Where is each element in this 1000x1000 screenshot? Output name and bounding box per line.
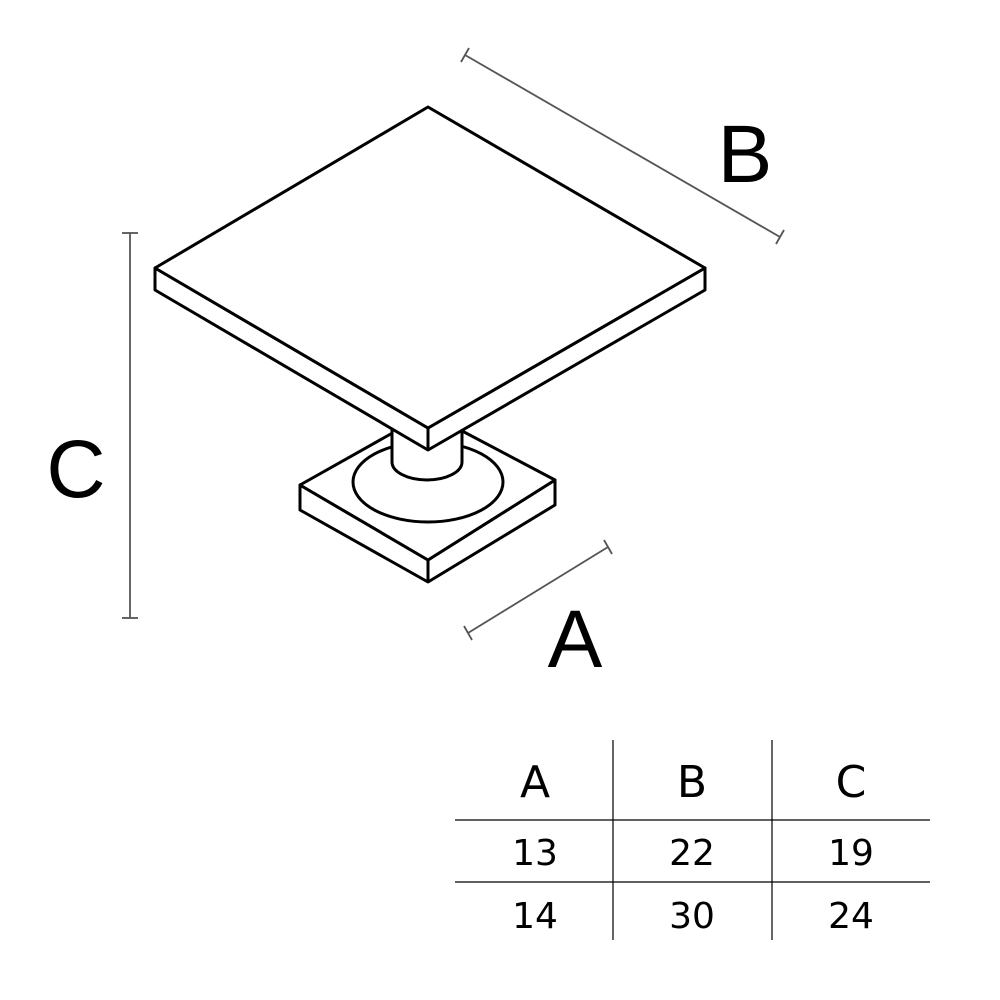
table-cell: 22 (669, 833, 715, 874)
table-cell: 19 (828, 833, 874, 874)
table-cell: 14 (512, 896, 558, 937)
table-cell: 13 (512, 833, 558, 874)
table-header-c: C (836, 757, 867, 808)
dimension-line-a (463, 539, 613, 641)
dimension-label-b: B (718, 109, 773, 200)
table-header-a: A (520, 757, 550, 808)
table-grid (455, 740, 930, 940)
dimension-table: A B C 13 22 19 14 30 24 (455, 740, 930, 940)
knob-stem (390, 428, 464, 482)
dimension-line-c (122, 232, 138, 619)
dimension-line-b (460, 47, 785, 245)
table-cell: 30 (669, 896, 715, 937)
table-cell: 24 (828, 896, 874, 937)
knob-top-plate (153, 105, 707, 452)
dimension-label-c: C (46, 424, 105, 515)
table-header-b: B (677, 757, 707, 808)
dimension-lines (122, 47, 785, 641)
dimension-label-a: A (548, 594, 603, 685)
knob-drawing (153, 105, 707, 584)
